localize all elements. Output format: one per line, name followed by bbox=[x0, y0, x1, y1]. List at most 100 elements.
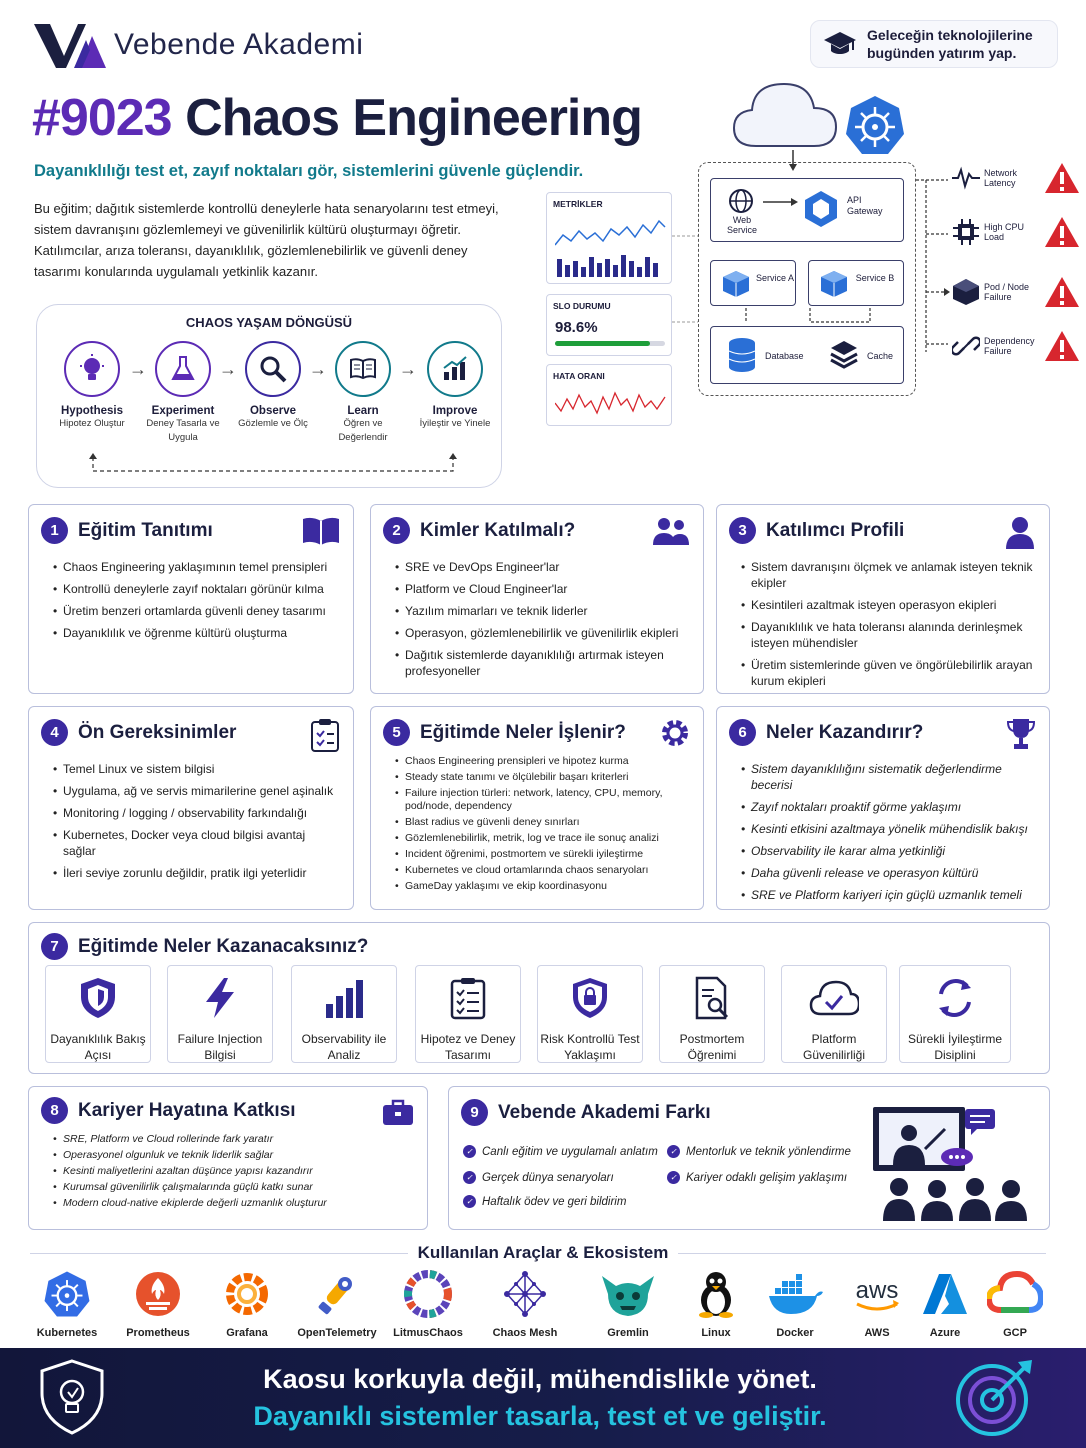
checklist-icon bbox=[450, 978, 486, 1020]
list-item: Chaos Engineering yaklaşımının temel pre… bbox=[53, 559, 339, 575]
gremlin-logo bbox=[602, 1276, 654, 1316]
tool-name: Azure bbox=[929, 1327, 961, 1339]
list-item: Daha güvenli release ve operasyon kültür… bbox=[741, 865, 1035, 881]
card-number-badge: 9 bbox=[461, 1099, 488, 1126]
failure-label: Network Latency bbox=[984, 168, 1018, 188]
failure-network-latency: Network Latency bbox=[952, 162, 1080, 194]
card-prerequisites: 4Ön Gereksinimler Temel Linux ve sistem … bbox=[28, 706, 354, 910]
gain-tile: Dayanıklılık Bakış Açısı bbox=[45, 965, 151, 1063]
arrow-right-icon bbox=[763, 198, 798, 206]
metrics-sparkline bbox=[555, 219, 666, 277]
database-icon bbox=[728, 338, 756, 372]
slo-bar-fill bbox=[555, 341, 650, 346]
aws-logo: aws bbox=[856, 1277, 899, 1311]
list-item: Yazılım mimarları ve teknik liderler bbox=[395, 603, 689, 619]
lifecycle-title: CHAOS YAŞAM DÖNGÜSÜ bbox=[185, 315, 353, 330]
list-item: Kesinti etkisini azaltmaya yönelik mühen… bbox=[741, 821, 1035, 837]
lifecycle-step-sub: Hipotez Oluştur bbox=[59, 418, 125, 429]
classroom-illustration-icon bbox=[873, 1107, 1027, 1221]
tool-name: AWS bbox=[864, 1327, 890, 1339]
slo-title: SLO DURUMU bbox=[553, 301, 611, 311]
list-item: Steady state tanımı ve ölçülebilir başar… bbox=[395, 771, 689, 784]
list-item: Üretim sistemlerinde güven ve öngörülebi… bbox=[741, 657, 1035, 689]
list-item: Chaos Engineering prensipleri ve hipotez… bbox=[395, 755, 689, 768]
lifecycle-step-sub: Gözlemle ve Ölç bbox=[238, 418, 308, 429]
course-title: Chaos Engineering bbox=[185, 89, 643, 147]
linux-logo bbox=[699, 1272, 733, 1318]
grafana-logo bbox=[226, 1273, 268, 1315]
lifecycle-step-label: Experiment bbox=[151, 405, 215, 417]
list-item: Üretim benzeri ortamlarda güvenli deney … bbox=[53, 603, 339, 619]
tagline: Geleceğin teknolojilerine bugünden yatır… bbox=[867, 27, 1033, 61]
docker-logo bbox=[769, 1274, 823, 1314]
list-item: Kubernetes, Docker veya cloud bilgisi av… bbox=[53, 827, 339, 859]
footer-line-1: Kaosu korkuyla değil, mühendislikle yöne… bbox=[263, 1364, 817, 1394]
tool-linux: Linux bbox=[671, 1270, 761, 1339]
failure-label: Pod / Node Failure bbox=[984, 282, 1030, 302]
lifecycle-step-label: Learn bbox=[347, 405, 379, 417]
check-icon: ✓ bbox=[463, 1171, 476, 1184]
cluster-boundary bbox=[698, 162, 916, 396]
tool-azure: Azure bbox=[900, 1270, 990, 1339]
difference-text: Haftalık ödev ve geri bildirim bbox=[482, 1195, 627, 1208]
failure-label: High CPU Load bbox=[984, 222, 1025, 242]
chaos-mesh-logo bbox=[504, 1271, 546, 1317]
list-item: GameDay yaklaşımı ve ekip koordinasyonu bbox=[395, 880, 689, 893]
service-b-label: Service B bbox=[855, 273, 895, 283]
cloud-icon bbox=[732, 82, 838, 147]
list-item: Blast radius ve güvenli deney sınırları bbox=[395, 816, 689, 829]
gain-label: Sürekli İyileştirme Disiplini bbox=[907, 1032, 1003, 1062]
service-b-node: Service B bbox=[808, 260, 904, 306]
lifecycle-step-sub: Deney Tasarla ve Uygula bbox=[146, 418, 220, 443]
card-number-badge: 1 bbox=[41, 517, 68, 544]
lifecycle-step-improve: Improve İyileştir ve Yinele bbox=[411, 341, 499, 431]
list-item: SRE, Platform ve Cloud rollerinde fark y… bbox=[53, 1133, 413, 1146]
tool-docker: Docker bbox=[750, 1270, 840, 1339]
gain-tile: Observability ile Analiz bbox=[291, 965, 397, 1063]
tool-grafana: Grafana bbox=[202, 1270, 292, 1339]
failure-dependency: Dependency Failure bbox=[952, 330, 1080, 362]
list-item: Dayanıklılık ve öğrenme kültürü oluşturm… bbox=[53, 625, 339, 641]
lightbulb-icon bbox=[64, 341, 120, 397]
list-item: Zayıf noktaları proaktif görme yaklaşımı bbox=[741, 799, 1035, 815]
intro-text: Bu eğitim; dağıtık sistemlerde kontrollü… bbox=[34, 198, 514, 282]
lifecycle-step-label: Observe bbox=[249, 405, 297, 417]
footer-banner: Kaosu korkuyla değil, mühendislikle yöne… bbox=[0, 1348, 1086, 1448]
trophy-icon bbox=[1006, 719, 1036, 749]
tools-title: Kullanılan Araçlar & Ekosistem bbox=[407, 1243, 679, 1262]
list-item: Incident öğrenimi, postmortem ve sürekli… bbox=[395, 848, 689, 861]
list-item: İleri seviye zorunlu değildir, pratik il… bbox=[53, 865, 339, 881]
cache-label: Cache bbox=[867, 351, 894, 361]
metrics-links bbox=[672, 235, 698, 323]
tool-name: Docker bbox=[776, 1327, 814, 1339]
lifecycle-step-experiment: Experiment Deney Tasarla ve Uygula bbox=[139, 341, 227, 445]
card-title: Eğitimde Neler İşlenir? bbox=[420, 721, 626, 743]
warning-icon bbox=[1045, 331, 1079, 361]
list-item: Gözlemlenebilirlik, metrik, log ve trace… bbox=[395, 832, 689, 845]
globe-icon bbox=[729, 189, 753, 213]
shield-bulb-icon bbox=[40, 1359, 104, 1435]
tagline-box: Geleceğin teknolojilerine bugünden yatır… bbox=[810, 20, 1058, 68]
failure-label: Dependency Failure bbox=[984, 336, 1035, 356]
check-icon: ✓ bbox=[667, 1145, 680, 1158]
architecture-diagram: Web Service API Gateway Service A Servic… bbox=[540, 78, 1079, 438]
intro-line: Bu eğitim; dağıtık sistemlerde kontrollü… bbox=[34, 201, 499, 216]
tool-name: Chaos Mesh bbox=[492, 1327, 558, 1339]
list-item: Failure injection türleri: network, late… bbox=[395, 787, 689, 813]
service-a-label: Service A bbox=[755, 273, 795, 283]
api-gateway-label: API Gateway bbox=[847, 195, 883, 216]
arrow-down-icon bbox=[789, 150, 797, 171]
open-book-icon bbox=[303, 517, 339, 545]
tool-chaos-mesh: Chaos Mesh bbox=[480, 1270, 570, 1339]
difference-item: ✓Kariyer odaklı gelişim yaklaşımı bbox=[667, 1171, 847, 1184]
cycle-icon bbox=[939, 979, 971, 1017]
page-title: #9023 Chaos Engineering bbox=[32, 88, 643, 148]
kubernetes-icon bbox=[846, 96, 904, 154]
vebende-logo-icon bbox=[34, 24, 106, 68]
arrow-right-icon: → bbox=[309, 359, 327, 379]
slo-bar bbox=[555, 341, 665, 346]
lifecycle-step-learn: Learn Öğren ve Değerlendir bbox=[319, 341, 407, 445]
broken-link-icon bbox=[952, 336, 980, 356]
